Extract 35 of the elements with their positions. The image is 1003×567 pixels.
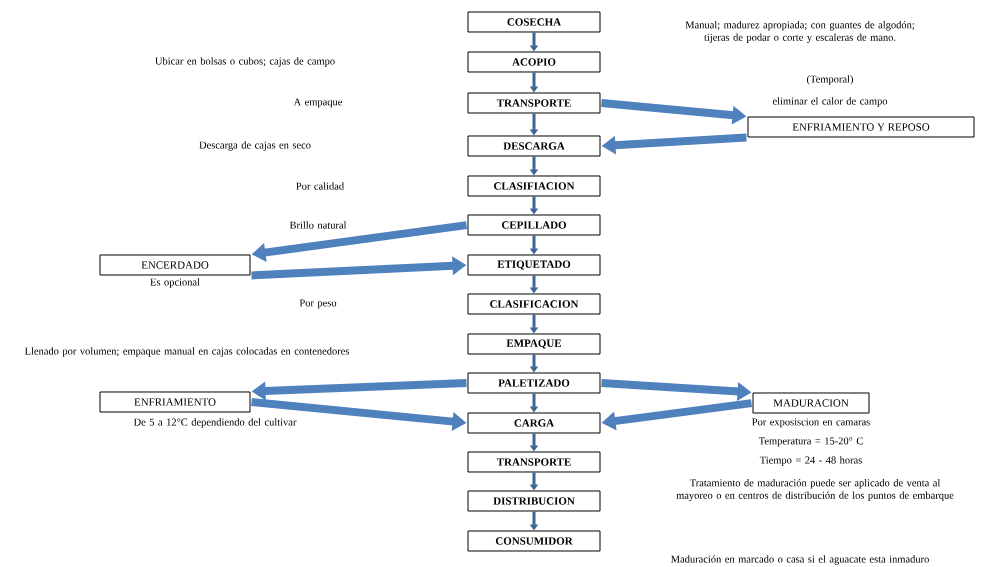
process-box: CLASIFICACION <box>467 293 601 315</box>
process-box: CARGA <box>467 412 601 434</box>
process-box: ETIQUETADO <box>467 254 601 276</box>
process-box: MADURACION <box>752 392 870 414</box>
note-text: Por calidad <box>296 182 344 190</box>
process-box: TRANSPORTE <box>467 92 601 114</box>
process-box: ENFRIAMIENTO <box>99 391 251 413</box>
note-text: Ubicar en bolsas o cubos; cajas de campo <box>155 57 335 67</box>
note-text: Tratamiento de maduración puede ser aplicado de venta al mayoreo o en centros de distribución de los puntos de embarque <box>676 479 954 501</box>
note-text: (Temporal) <box>807 75 853 85</box>
process-box: ENCERDADO <box>99 254 251 276</box>
process-box: DISTRIBUCION <box>467 490 601 512</box>
note-text: Temperatura = 15-20° C <box>758 437 863 447</box>
note-text: Por peso <box>299 299 337 309</box>
process-box: PALETIZADO <box>467 372 601 394</box>
note-text: Maduración en marcado o casa si el aguacate esta inmaduro <box>671 555 929 565</box>
note-text: A empaque <box>293 98 343 108</box>
process-box: CLASIFIACION <box>467 175 601 197</box>
process-box: EMPAQUE <box>467 333 601 355</box>
note-text: eliminar el calor de campo <box>772 97 888 107</box>
note-text: Tiempo = 24 - 48 horas <box>759 456 862 466</box>
note-text: De 5 a 12°C dependiendo del cultivar <box>133 418 297 428</box>
process-box: COSECHA <box>467 11 601 33</box>
note-text: Manual; madurez apropiada; con guantes de algodón; tijeras de podar o corte y escaleras de mano. <box>685 21 914 43</box>
note-text: Por exposiscion en camaras <box>752 418 870 428</box>
process-box: CONSUMIDOR <box>467 530 601 552</box>
process-box: DESCARGA <box>467 135 601 157</box>
note-text: Brillo natural <box>289 221 347 229</box>
note-text: Llenado por volumen; empaque manual en cajas colocadas en contenedores <box>24 347 350 357</box>
process-box: ENFRIAMIENTO Y REPOSO <box>747 116 975 138</box>
note-text: Es opcional <box>150 278 200 288</box>
process-box: ACOPIO <box>467 51 601 73</box>
process-box: TRANSPORTE <box>467 451 601 473</box>
process-box: CEPILLADO <box>467 214 601 236</box>
note-text: Descarga de cajas en seco <box>199 141 311 151</box>
